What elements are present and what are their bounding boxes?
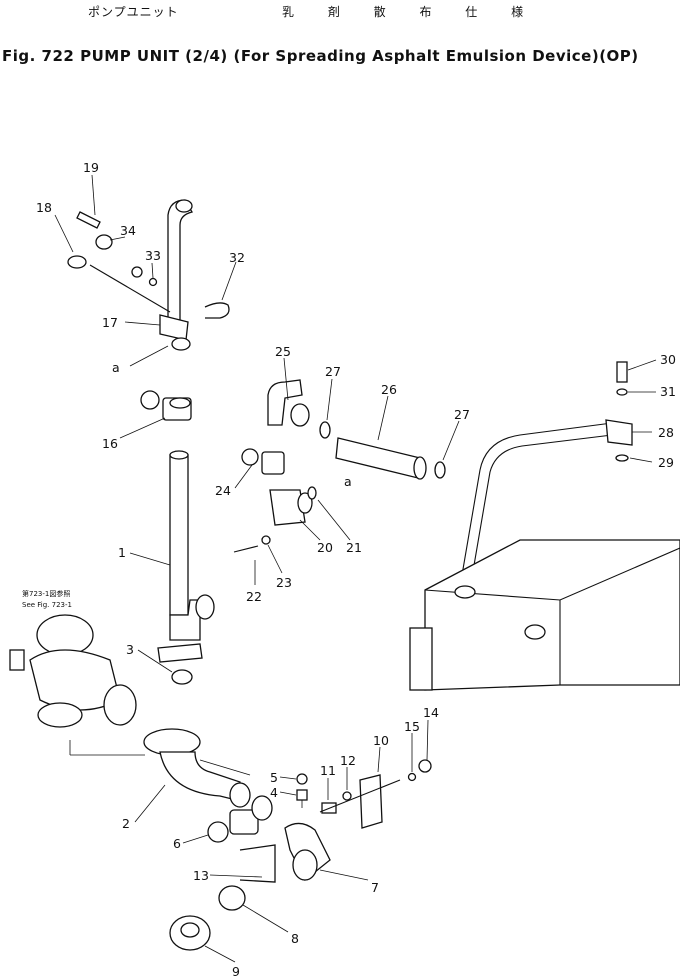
part-label-4: 4 xyxy=(270,785,278,800)
connection-mark-a-left: a xyxy=(112,360,120,375)
connection-mark-a-right: a xyxy=(344,474,352,489)
part-label-33: 33 xyxy=(145,248,161,263)
part-label-25: 25 xyxy=(275,344,291,359)
part-label-26: 26 xyxy=(381,382,397,397)
bolt-and-washer-4-5 xyxy=(296,773,308,808)
part-label-7: 7 xyxy=(371,880,379,895)
japanese-subtitle: 乳 剤 散 布 仕 様 xyxy=(282,5,525,19)
pump-body-reference xyxy=(9,614,145,756)
part-label-24: 24 xyxy=(215,483,231,498)
part-label-1: 1 xyxy=(118,545,126,560)
figure-title: PUMP UNIT (2/4) xyxy=(80,47,228,65)
part-label-30: 30 xyxy=(660,352,676,367)
part-label-21: 21 xyxy=(346,540,362,555)
vertical-pipe-1 xyxy=(157,450,215,685)
part-label-8: 8 xyxy=(291,931,299,946)
part-label-18: 18 xyxy=(36,200,52,215)
part-label-20: 20 xyxy=(317,540,333,555)
elbow-flange-2 xyxy=(143,728,251,808)
leader-lines xyxy=(54,174,657,963)
upper-pipe-assembly xyxy=(67,199,230,351)
figure-title-line: Fig. 722 PUMP UNIT (2/4) (For Spreading … xyxy=(2,47,639,65)
part-label-14: 14 xyxy=(423,705,439,720)
part-label-11: 11 xyxy=(320,763,336,778)
return-pipe-28 xyxy=(461,361,633,578)
part-label-15: 15 xyxy=(404,719,420,734)
part-label-5: 5 xyxy=(270,770,278,785)
figure-subtitle: (For Spreading Asphalt Emulsion Device) xyxy=(233,47,600,65)
japanese-title: ポンプユニット xyxy=(88,5,179,19)
part-label-32: 32 xyxy=(229,250,245,265)
part-label-9: 9 xyxy=(232,964,240,979)
gate-valve-16 xyxy=(140,390,192,421)
part-label-31: 31 xyxy=(660,384,676,399)
reference-note-jp: 第723-1図参照 xyxy=(22,589,70,598)
part-label-10: 10 xyxy=(373,733,389,748)
part-labels: 19 18 34 33 32 17 a 16 1 3 2 6 5 4 13 7 … xyxy=(22,160,676,979)
bracket-assembly-10 xyxy=(319,759,432,829)
part-label-28: 28 xyxy=(658,425,674,440)
part-label-6: 6 xyxy=(173,836,181,851)
part-label-3: 3 xyxy=(126,642,134,657)
gate-valve-6 xyxy=(207,795,273,843)
part-label-16: 16 xyxy=(102,436,118,451)
part-label-19: 19 xyxy=(83,160,99,175)
part-label-23: 23 xyxy=(276,575,292,590)
part-label-29: 29 xyxy=(658,455,674,470)
figure-number: Fig. 722 xyxy=(2,47,75,65)
middle-pipe-assembly xyxy=(233,379,446,553)
option-tag: (OP) xyxy=(599,47,639,65)
part-label-22: 22 xyxy=(246,589,262,604)
elbow-7-group xyxy=(169,822,331,951)
part-label-34: 34 xyxy=(120,223,136,238)
tank xyxy=(409,539,680,691)
part-label-17: 17 xyxy=(102,315,118,330)
part-label-2: 2 xyxy=(122,816,130,831)
part-label-13: 13 xyxy=(193,868,209,883)
part-label-12: 12 xyxy=(340,753,356,768)
reference-note-en: See Fig. 723-1 xyxy=(22,601,72,609)
part-label-27-left: 27 xyxy=(325,364,341,379)
part-label-27-right: 27 xyxy=(454,407,470,422)
